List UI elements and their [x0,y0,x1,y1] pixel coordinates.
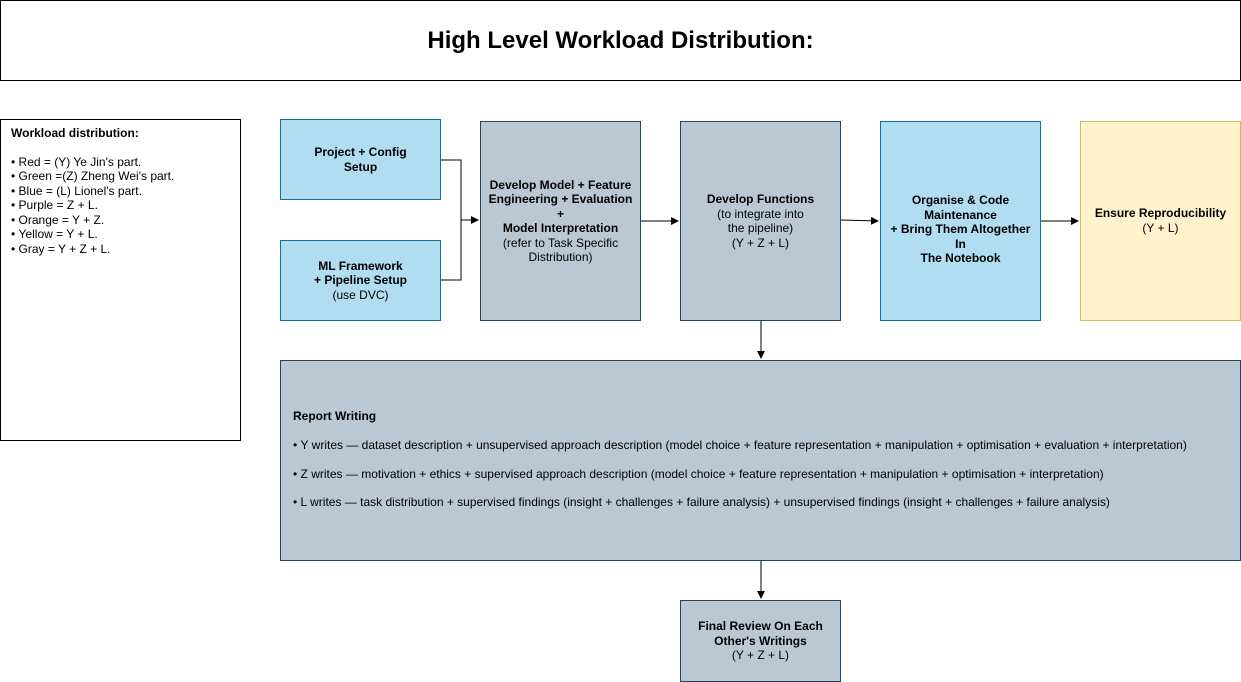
report-item: Z writes — motivation + ethics + supervi… [293,467,1228,481]
report-writing-box: Report Writing Y writes — dataset descri… [280,360,1241,561]
node-label: Project + Config [314,145,407,159]
page-title: High Level Workload Distribution: [427,26,814,54]
node-note: (Y + Z + L) [731,648,790,663]
node-reproducibility: Ensure Reproducibility (Y + L) [1080,121,1241,321]
legend-item: Purple = Z + L. [11,198,230,213]
report-item: Y writes — dataset description + unsuper… [293,438,1228,452]
report-item: L writes — task distribution + supervise… [293,495,1228,509]
node-final-review: Final Review On Each Other's Writings (Y… [680,600,841,682]
connector-framework-to-model [441,220,462,281]
report-heading: Report Writing [293,409,377,423]
title-box: High Level Workload Distribution: [0,0,1241,81]
node-note: the pipeline) [727,221,794,235]
node-label: The Notebook [920,251,1001,265]
legend-item: Orange = Y + Z. [11,213,230,228]
node-note: (use DVC) [332,287,389,302]
node-note: (Y + Z + L) [731,235,790,250]
legend-item: Yellow = Y + L. [11,227,230,242]
legend-box: Workload distribution: Red = (Y) Ye Jin'… [0,119,241,441]
node-label: Final Review On Each [698,619,823,634]
legend-list: Red = (Y) Ye Jin's part. Green =(Z) Zhen… [11,155,230,257]
node-note: (refer to Task Specific [502,235,619,250]
node-label: Engineering + Evaluation + [488,192,633,221]
node-label: Develop Model + Feature [489,177,632,192]
node-develop-functions: Develop Functions (to integrate into the… [680,121,841,321]
node-label: + Pipeline Setup [313,273,408,288]
legend-item: Red = (Y) Ye Jin's part. [11,155,230,170]
node-note: Distribution) [528,250,593,264]
node-project-config: Project + Config Setup [280,119,441,200]
connector-project-to-model [441,159,479,224]
node-organise: Organise & Code Maintenance + Bring Them… [880,121,1041,321]
node-label: ML Framework [318,258,403,273]
report-list: Y writes — dataset description + unsuper… [293,438,1228,509]
legend-item: Blue = (L) Lionel's part. [11,184,230,199]
node-label: + Bring Them Altogether In [890,222,1031,251]
node-note: (Y + L) [1142,220,1179,235]
legend-item: Gray = Y + Z + L. [11,242,230,257]
node-ml-framework: ML Framework + Pipeline Setup (use DVC) [280,240,441,321]
legend-item: Green =(Z) Zheng Wei's part. [11,169,230,184]
node-develop-model: Develop Model + Feature Engineering + Ev… [480,121,641,321]
node-label: Other's Writings [714,633,807,648]
node-note: (to integrate into [717,206,804,221]
node-label: Organise & Code [911,193,1010,207]
node-label: Ensure Reproducibility [1094,206,1227,220]
node-label: Model Interpretation [502,221,619,235]
node-label: Maintenance [924,207,997,222]
connector-functions-to-organise [840,216,879,225]
node-label: Develop Functions [706,192,815,206]
node-label: Setup [343,159,378,174]
legend-heading: Workload distribution: [11,126,139,140]
